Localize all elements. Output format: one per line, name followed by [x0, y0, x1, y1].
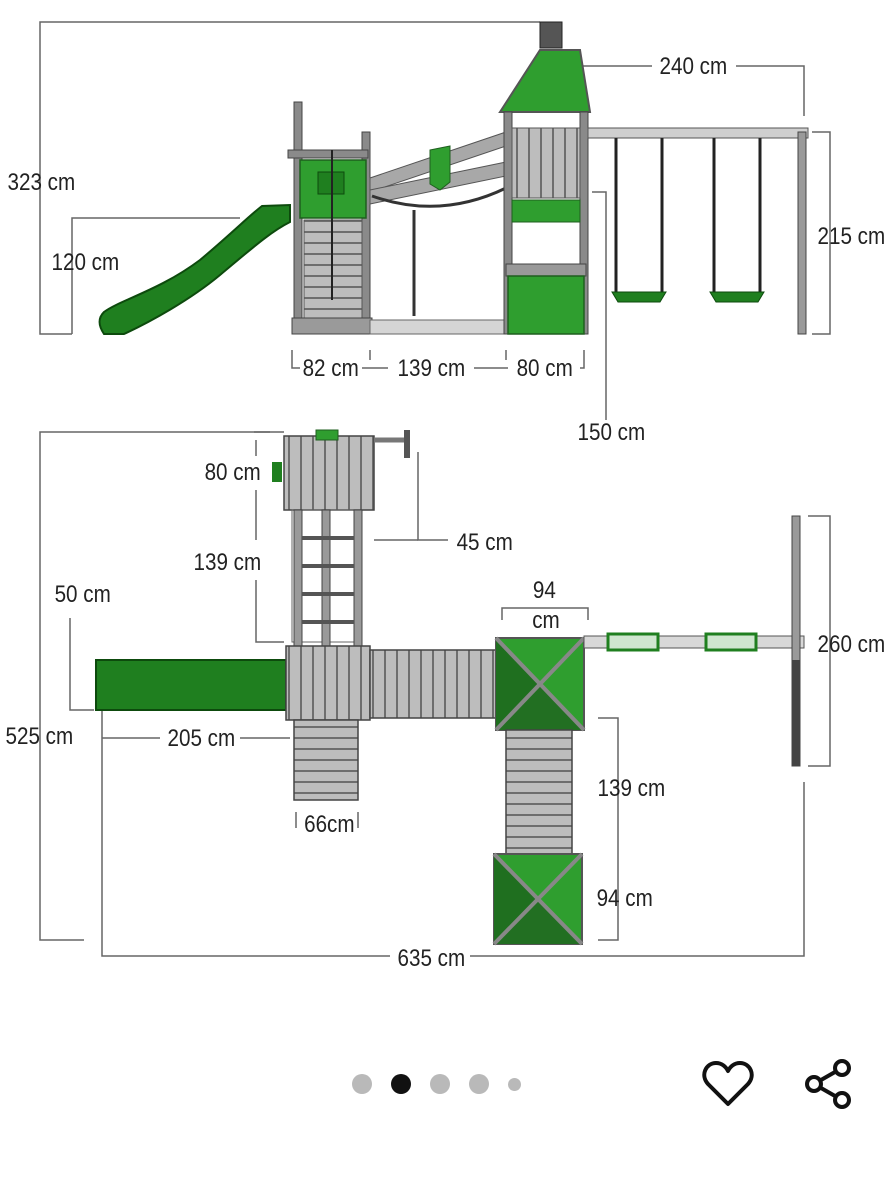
- pagination-dot-1[interactable]: [352, 1074, 372, 1094]
- label-total-depth: 525 cm: [6, 723, 74, 750]
- pagination-dot-4[interactable]: [469, 1074, 489, 1094]
- top-view: 80 cm 45 cm 139 cm 50 cm 94 cm 260 cm 52…: [6, 429, 886, 972]
- top-green-square-lower: [492, 852, 584, 946]
- label-tower1-width: 82 cm: [303, 355, 359, 382]
- top-dimension-lines: [39, 431, 831, 957]
- label-square-size: 94: [533, 577, 556, 604]
- label-square-bottom: 94 cm: [597, 885, 653, 912]
- side-tower-left: [287, 101, 373, 335]
- label-bridge-length: 139 cm: [398, 355, 466, 382]
- label-swing-height: 215 cm: [818, 223, 886, 250]
- share-button[interactable]: [800, 1056, 856, 1112]
- share-icon: [805, 1059, 851, 1109]
- label-tower-depth: 80 cm: [205, 459, 261, 486]
- top-green-square-upper: [494, 636, 586, 732]
- label-swing-beam-length: 240 cm: [660, 53, 728, 80]
- label-total-width: 635 cm: [398, 945, 466, 972]
- favorite-button[interactable]: [700, 1056, 756, 1112]
- side-bridge: [369, 131, 507, 335]
- top-platform-bridge: [285, 645, 497, 801]
- side-tower-right: [498, 21, 592, 335]
- side-view: 323 cm 120 cm 240 cm 215 cm 82 cm 139 cm…: [8, 21, 886, 446]
- label-square-size-unit: cm: [532, 607, 560, 634]
- top-ramp: [505, 729, 573, 855]
- label-slide-height: 120 cm: [52, 249, 120, 276]
- label-ramp-length: 139 cm: [598, 775, 666, 802]
- label-tower2-width: 80 cm: [517, 355, 573, 382]
- label-slide-width: 50 cm: [55, 581, 111, 608]
- gallery-pagination: [352, 1072, 521, 1096]
- label-platform-height: 150 cm: [578, 419, 646, 446]
- label-crossbar-offset: 45 cm: [457, 529, 513, 556]
- label-step-width: 66cm: [304, 811, 354, 838]
- side-slide: [98, 203, 291, 335]
- label-ladder-length: 139 cm: [194, 549, 262, 576]
- pagination-dot-5[interactable]: [508, 1077, 521, 1091]
- side-dimension-lines: [39, 21, 831, 420]
- playset-dimension-diagram: 323 cm 120 cm 240 cm 215 cm 82 cm 139 cm…: [6, 21, 886, 972]
- top-slide: [95, 659, 287, 711]
- pagination-dot-2[interactable]: [391, 1074, 411, 1094]
- label-height-total: 323 cm: [8, 169, 76, 196]
- top-swing-frame: [583, 515, 805, 767]
- side-swing-frame: [587, 127, 809, 335]
- heart-outline-icon: [702, 1061, 754, 1106]
- label-swing-width: 260 cm: [818, 631, 886, 658]
- top-tower-upper: [272, 429, 410, 647]
- label-slide-length: 205 cm: [168, 725, 236, 752]
- pagination-dot-3[interactable]: [430, 1074, 450, 1094]
